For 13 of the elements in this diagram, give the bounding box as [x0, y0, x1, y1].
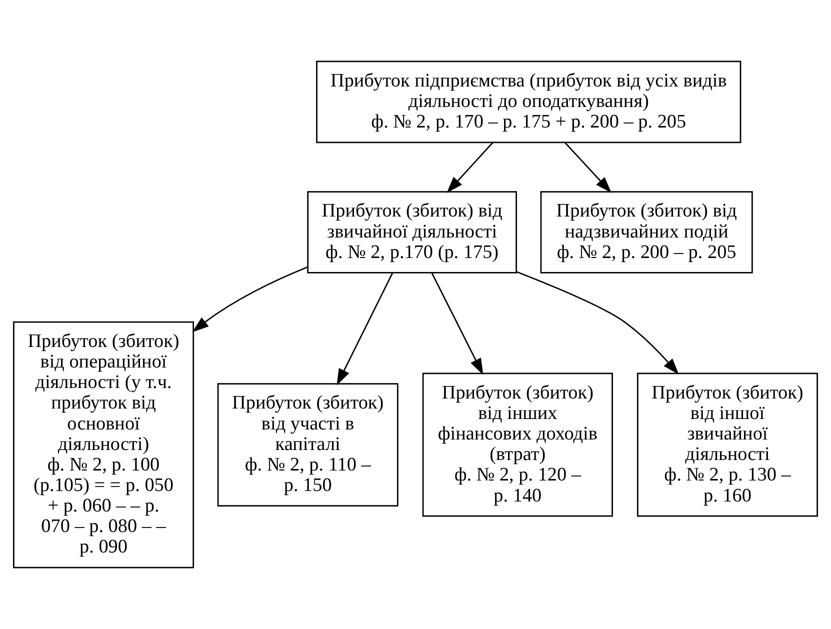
node-box: Прибуток підприємства (прибуток від усіх видів діяльності до оподаткування) ф. № 2, р. 170 – р. 175 + р. 200 – р. 205: [316, 60, 742, 144]
node-box: Прибуток (збиток) від іншої звичайної діяльності ф. № 2, р. 130 – р. 160: [636, 372, 818, 517]
arrow: [446, 142, 494, 193]
node-box: Прибуток (збиток) від операційної діяльності (у т.ч. прибуток від основної діяльності) ф. № 2, р. 100 (р.105) = = р. 050 + р. 060 – – р. 070 – р. 080 – – р. 090: [13, 321, 194, 568]
arrow: [431, 272, 484, 375]
arrow: [336, 272, 394, 386]
node-box: Прибуток (збиток) від участі в капіталі ф. № 2, р. 110 – р. 150: [217, 383, 398, 506]
node-box: Прибуток (збиток) від інших фінансових доходів (втрат) ф. № 2, р. 120 – р. 140: [422, 372, 613, 517]
node-box: Прибуток (збиток) від надзвичайних подій ф. № 2, р. 200 – р. 205: [540, 191, 753, 274]
arrow: [564, 142, 612, 193]
arrow: [516, 271, 679, 375]
node-box: Прибуток (збиток) від звичайної діяльності ф. № 2, р.170 (р. 175): [307, 191, 517, 274]
arrow: [192, 266, 308, 332]
